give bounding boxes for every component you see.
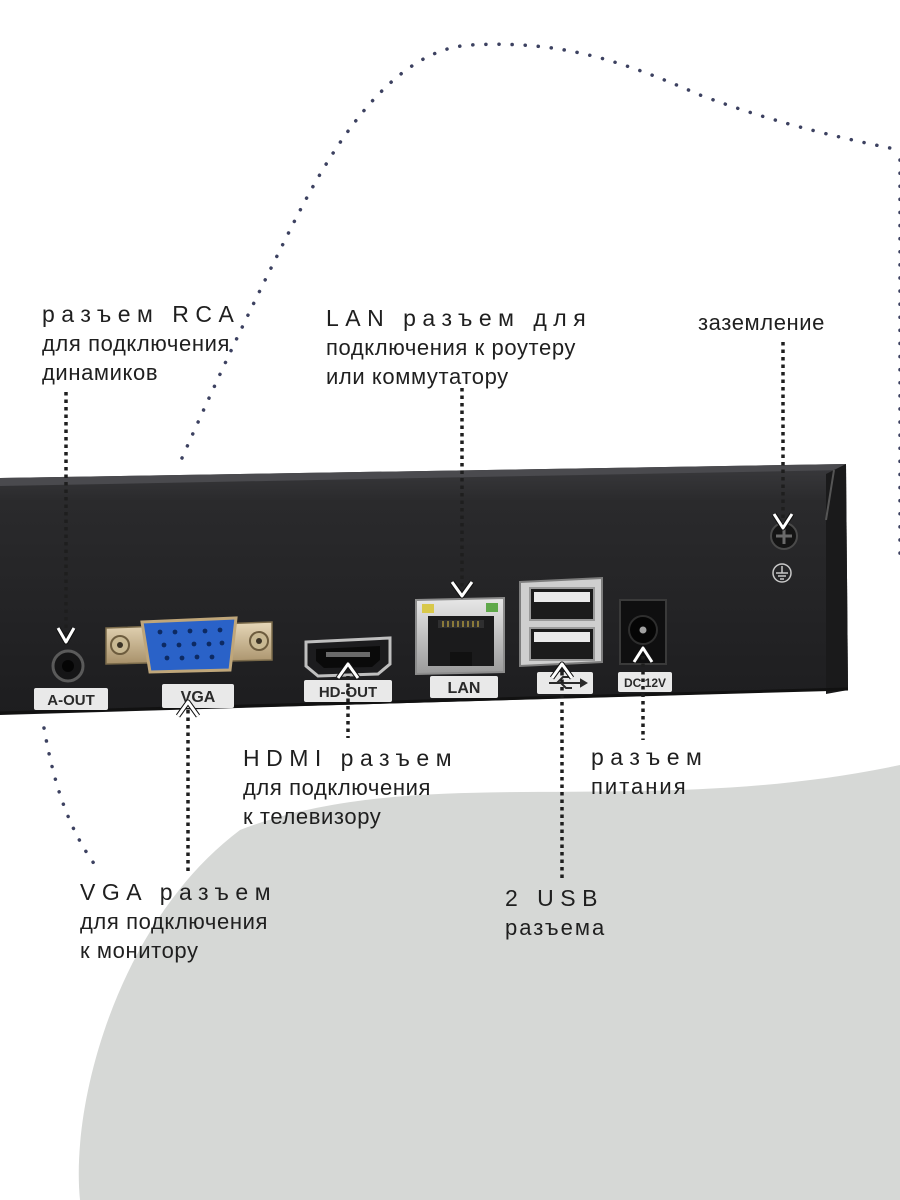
device-body	[0, 464, 849, 715]
callout-usb: 2 USB разъема	[505, 884, 606, 942]
callout-hdmi-line2: для подключения	[243, 775, 431, 800]
callout-vga-title: VGA разъем	[80, 879, 278, 905]
lan-link-led-yellow	[422, 604, 434, 613]
dc-power-jack[interactable]	[619, 599, 667, 665]
decorative-dotted-curve	[180, 42, 900, 460]
lan-activity-led-green	[486, 603, 498, 612]
callout-rca-line3: динамиков	[42, 360, 159, 385]
callout-vga-line3: к монитору	[80, 938, 199, 963]
callout-usb-title: 2 USB	[505, 885, 604, 911]
callout-ground-title: заземление	[698, 310, 826, 335]
usb-ports[interactable]	[519, 576, 603, 668]
callout-ground: заземление	[698, 308, 825, 337]
callout-rca: разъем RCA для подключения динамиков	[42, 300, 240, 387]
port-label-vga: VGA	[162, 684, 234, 708]
svg-text:LAN: LAN	[448, 680, 481, 697]
audio-out-jack[interactable]	[51, 649, 85, 683]
callout-rca-line2: для подключения	[42, 331, 230, 356]
callout-lan-line3: или коммутатору	[326, 364, 509, 389]
callout-vga: VGA разъем для подключения к монитору	[80, 878, 277, 965]
svg-text:DC 12V: DC 12V	[624, 676, 666, 690]
callout-arrowheads	[55, 512, 795, 718]
callout-hdmi-line3: к телевизору	[243, 804, 382, 829]
vga-port[interactable]	[105, 616, 273, 674]
ground-symbol-icon	[772, 563, 792, 583]
port-label-aout: A-OUT	[34, 688, 108, 710]
port-label-lan: LAN	[430, 676, 498, 698]
background-blob	[78, 765, 900, 1200]
callout-lan-line2: подключения к роутеру	[326, 335, 577, 360]
usb-symbol-icon	[549, 676, 588, 689]
callout-vga-line2: для подключения	[80, 909, 268, 934]
port-label-dc: DC 12V	[618, 672, 672, 692]
callout-leaders	[64, 342, 785, 880]
callout-power-line2: питания	[591, 774, 688, 799]
callout-power: разъем питания	[591, 743, 708, 801]
callout-hdmi-title: HDMI разъем	[243, 745, 459, 771]
callout-hdmi: HDMI разъем для подключения к телевизору	[243, 744, 458, 831]
callout-power-title: разъем	[591, 744, 709, 770]
hdmi-port[interactable]	[304, 636, 392, 678]
callout-lan: LAN разъем для подключения к роутеру или…	[326, 304, 592, 391]
svg-text:A-OUT: A-OUT	[47, 692, 95, 709]
callout-lan-title: LAN разъем для	[326, 305, 593, 331]
decorative-dotted-curve-left	[42, 726, 97, 867]
lan-port[interactable]	[415, 596, 505, 676]
callout-usb-line2: разъема	[505, 915, 607, 940]
callout-rca-title: разъем RCA	[42, 301, 241, 327]
port-label-usb	[537, 672, 593, 694]
